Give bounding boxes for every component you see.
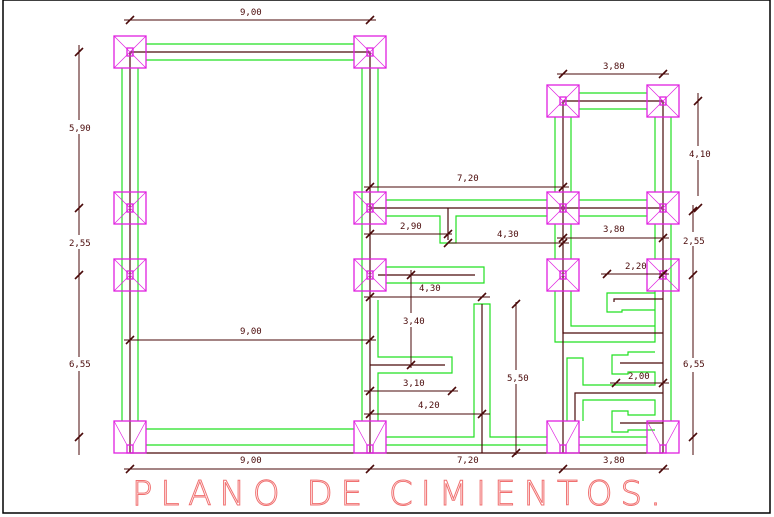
dimension-tick — [477, 292, 487, 302]
dimension-tick — [406, 270, 416, 280]
dimension-tick — [443, 229, 453, 239]
footing-square — [353, 191, 387, 225]
footing-square — [353, 35, 387, 69]
dim-label-right-upper: 4,10 — [689, 150, 711, 160]
dim-label-4-30-b: 4,30 — [419, 284, 441, 294]
dimension-tick — [74, 270, 84, 280]
dimension-labels: 9,00 3,80 5,90 2,55 6,55 4,10 2,55 6,55 … — [66, 5, 711, 466]
dim-label-bottom-middle: 7,20 — [457, 456, 479, 466]
wall-right-lab-1 — [554, 291, 656, 343]
dimension-tick — [511, 448, 521, 458]
footing-square — [113, 35, 147, 69]
dimension-tick — [688, 206, 698, 216]
dimension-tick — [658, 464, 668, 474]
dim-label-left-upper: 5,90 — [69, 124, 91, 134]
dimension-tick — [365, 335, 375, 345]
dimension-tick — [558, 69, 568, 79]
dim-label-right-lower: 6,55 — [683, 360, 705, 370]
dim-label-4-20: 4,20 — [418, 401, 440, 411]
footing-edge — [353, 420, 387, 454]
wall-right-lab-2 — [570, 291, 655, 327]
footing-edge — [546, 420, 580, 454]
dimension-tick — [558, 464, 568, 474]
dim-label-bottom-left: 9,00 — [240, 456, 262, 466]
dimension-tick — [365, 15, 375, 25]
dimension-tick — [365, 409, 375, 419]
dim-label-top-left: 9,00 — [240, 8, 262, 18]
footing-edge — [113, 420, 147, 454]
dimension-tick — [558, 233, 568, 243]
footing-square — [546, 258, 580, 292]
wall-right-lab-3 — [606, 292, 655, 313]
dimension-tick — [477, 409, 487, 419]
dimension-tick — [693, 96, 703, 106]
foundation-walls — [121, 43, 672, 446]
dimension-tick — [74, 432, 84, 442]
dim-label-left-lower: 6,55 — [69, 360, 91, 370]
footing-square — [646, 191, 680, 225]
dimension-tick — [125, 15, 135, 25]
dimension-tick — [125, 335, 135, 345]
dim-label-right-middle: 2,55 — [683, 237, 705, 247]
dim-label-left-middle: 2,55 — [69, 239, 91, 249]
footings — [113, 35, 680, 454]
wall-right-lab-5 — [582, 399, 656, 433]
dim-label-2-90: 2,90 — [400, 222, 422, 232]
dimension-tick — [365, 229, 375, 239]
footing-square — [546, 191, 580, 225]
beam-lines — [129, 51, 664, 454]
wall-right-lab-4 — [566, 351, 656, 421]
dim-label-9-00-inner: 9,00 — [240, 327, 262, 337]
dimension-tick — [688, 270, 698, 280]
dimension-tick — [511, 299, 521, 309]
dim-label-3-10: 3,10 — [403, 379, 425, 389]
dimension-tick — [688, 432, 698, 442]
dim-label-2-20: 2,20 — [625, 262, 647, 272]
dimension-tick — [602, 269, 612, 279]
dimension-tick — [406, 360, 416, 370]
dimension-tick — [658, 378, 668, 388]
beam-right-lab-2 — [613, 298, 663, 302]
dimension-lines — [78, 19, 699, 470]
wall-stub-lower — [377, 300, 453, 421]
footing-square — [113, 191, 147, 225]
footing-square — [646, 84, 680, 118]
dimension-tick — [74, 203, 84, 213]
dim-label-top-right: 3,80 — [603, 62, 625, 72]
dimension-ticks — [74, 15, 703, 474]
dimension-tick — [125, 464, 135, 474]
beam-right-lab-1 — [562, 275, 663, 334]
dimension-tick — [611, 378, 621, 388]
dimension-tick — [365, 292, 375, 302]
dim-label-3-40: 3,40 — [403, 317, 425, 327]
dimension-tick — [658, 233, 668, 243]
footing-square — [353, 258, 387, 292]
dimension-tick — [365, 182, 375, 192]
dim-label-2-00: 2,00 — [628, 372, 650, 382]
beam-right-lab-4 — [574, 392, 663, 421]
dimension-tick — [365, 464, 375, 474]
wall-stub-upper — [386, 266, 485, 284]
drawing-title: PLANO DE CIMIENTOS. — [132, 474, 669, 514]
dim-label-bottom-right: 3,80 — [603, 456, 625, 466]
dimension-tick — [658, 69, 668, 79]
dimension-tick — [558, 182, 568, 192]
dimension-tick — [658, 269, 668, 279]
dimension-tick — [693, 203, 703, 213]
dimension-tick — [365, 386, 375, 396]
footing-square — [113, 258, 147, 292]
dimension-tick — [558, 238, 568, 248]
dimension-tick — [74, 47, 84, 57]
dimension-tick — [443, 238, 453, 248]
dim-label-4-30-a: 4,30 — [497, 230, 519, 240]
footing-edge — [646, 420, 680, 454]
dim-label-5-50: 5,50 — [507, 374, 529, 384]
dim-label-3-80-inner: 3,80 — [603, 225, 625, 235]
dim-label-7-20: 7,20 — [457, 174, 479, 184]
dimension-tick — [447, 386, 457, 396]
footing-square — [546, 84, 580, 118]
